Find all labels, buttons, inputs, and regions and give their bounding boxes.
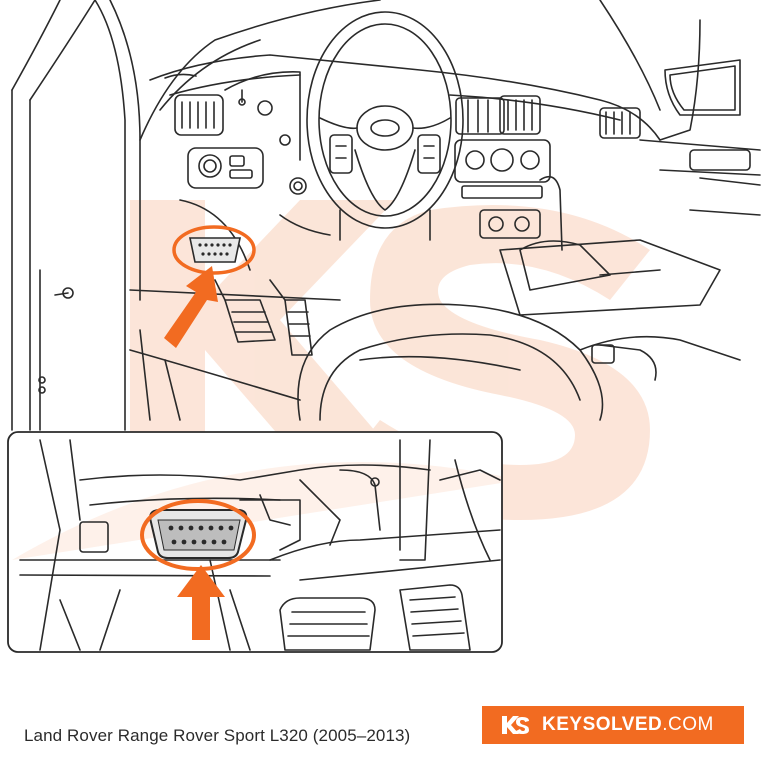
arrow-up-icon (164, 266, 218, 348)
highlight-circle (172, 225, 256, 275)
brand-tld: .COM (662, 714, 714, 735)
obd-port-zoom-icon (148, 509, 248, 559)
vehicle-caption: Land Rover Range Rover Sport L320 (2005–… (24, 726, 411, 745)
brand-wordmark: KEYSOLVED.COM (542, 714, 714, 736)
car-interior-drawing (11, 0, 761, 431)
brand-name: KEYSOLVED (542, 714, 663, 735)
keysolved-brand-badge: KEYSOLVED.COM (482, 706, 744, 744)
arrow-up-zoom-icon (177, 565, 225, 640)
ks-logo-icon (502, 716, 529, 734)
inset-zoom-panel (7, 431, 503, 653)
obd-port-icon (189, 237, 241, 263)
